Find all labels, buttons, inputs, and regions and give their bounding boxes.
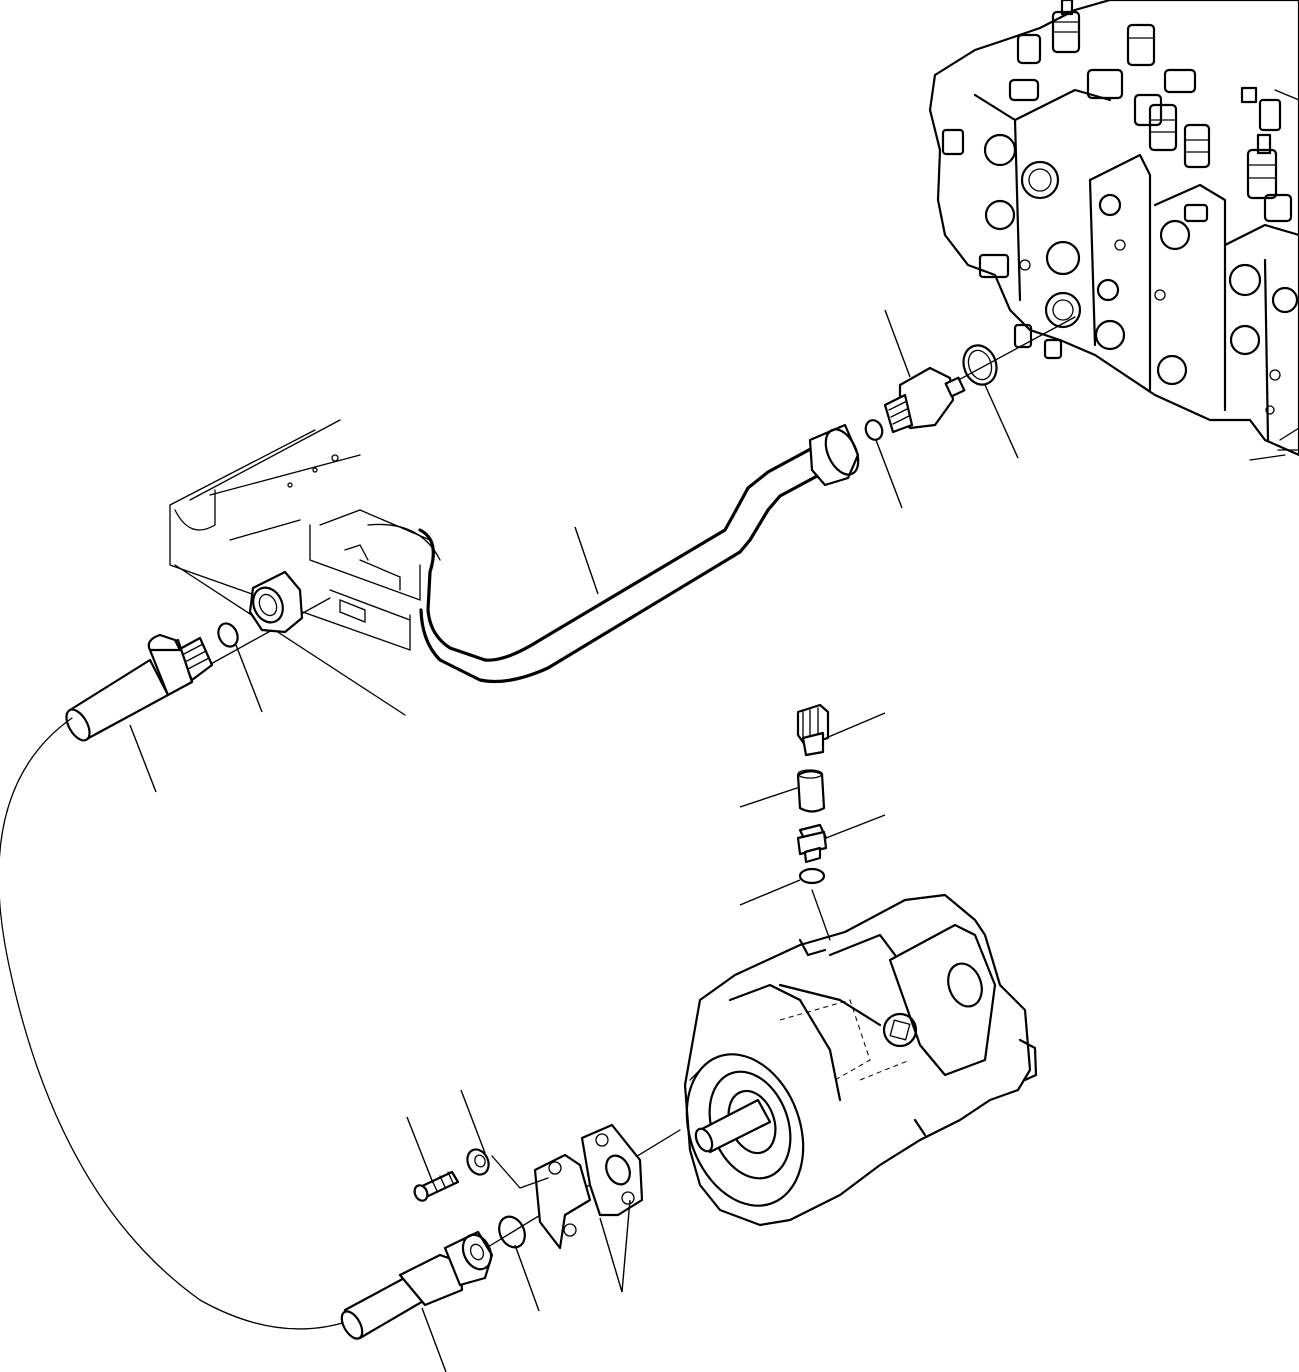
split-flange-halves (533, 1123, 644, 1250)
flange-washer (466, 1148, 490, 1176)
control-valve (928, 0, 1299, 461)
test-port-adapter (796, 823, 828, 864)
flange-o-ring (498, 1215, 526, 1249)
steel-tube (418, 423, 860, 684)
callout-leaders (129, 309, 1019, 1372)
valve-side-small-o-ring (864, 419, 884, 441)
hose-end-lower (340, 1230, 494, 1340)
bolt-leader (491, 1155, 549, 1189)
test-port-o-ring (798, 867, 826, 885)
hose-upper-o-ring (217, 622, 239, 648)
flange-bolt (413, 1170, 460, 1202)
valve-centerline (939, 316, 1076, 391)
bracket-clamp (169, 419, 441, 716)
test-port-cap (796, 703, 830, 757)
valve-side-o-ring (962, 344, 998, 386)
hose-end-upper (65, 633, 214, 742)
flexible-hose (0, 717, 353, 1330)
valve-side-adapter (883, 366, 966, 434)
hydraulic-pump (683, 893, 1038, 1227)
hose-upper-nut (248, 570, 304, 634)
test-port-fitting (796, 769, 826, 813)
